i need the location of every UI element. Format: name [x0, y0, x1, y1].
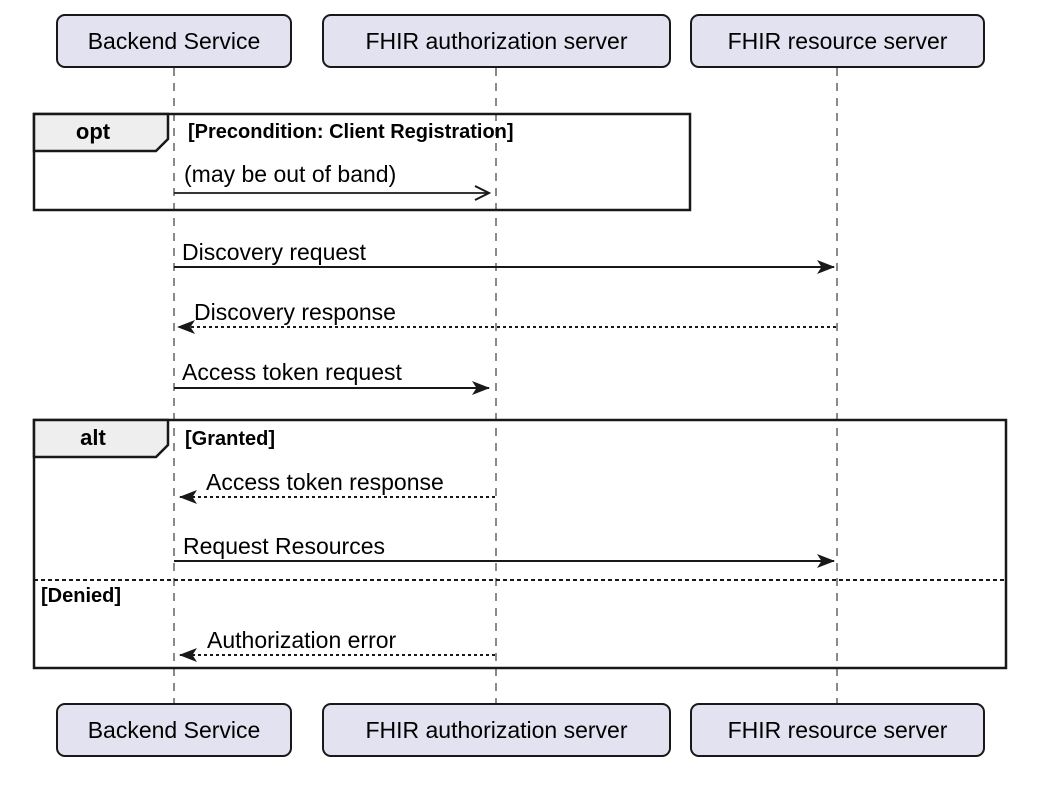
message-discovery-response: Discovery response	[194, 299, 396, 325]
participant-label: Backend Service	[87, 716, 261, 743]
alt-guard-denied: [Denied]	[41, 585, 121, 607]
message-authorization-error: Authorization error	[207, 627, 397, 653]
participant-fhir-resource-server-top: FHIR resource server	[690, 14, 985, 68]
participant-label: FHIR authorization server	[365, 716, 628, 743]
alt-guard-granted: [Granted]	[185, 428, 275, 450]
alt-fragment-operator: alt	[80, 424, 106, 450]
opt-fragment-label-pentagon	[32, 112, 170, 153]
opt-fragment-border	[32, 112, 692, 212]
alt-fragment-label-pentagon	[32, 418, 170, 459]
participant-label: FHIR resource server	[727, 716, 948, 743]
participant-label: Backend Service	[87, 27, 261, 54]
opt-fragment-operator: opt	[75, 118, 111, 144]
message-discovery-request: Discovery request	[182, 239, 367, 265]
participant-backend-service-bottom: Backend Service	[56, 703, 292, 757]
participant-fhir-authorization-server-bottom: FHIR authorization server	[322, 703, 671, 757]
message-request-resources: Request Resources	[183, 533, 385, 559]
participant-fhir-resource-server-bottom: FHIR resource server	[690, 703, 985, 757]
message-access-token-response: Access token response	[206, 469, 444, 495]
message-client-registration: (may be out of band)	[184, 161, 397, 187]
participant-label: FHIR resource server	[727, 27, 948, 54]
participant-backend-service-top: Backend Service	[56, 14, 292, 68]
message-access-token-request: Access token request	[182, 359, 402, 385]
alt-fragment-border	[32, 418, 1008, 670]
opt-guard-precondition: [Precondition: Client Registration]	[188, 121, 514, 143]
participant-fhir-authorization-server-top: FHIR authorization server	[322, 14, 671, 68]
participant-label: FHIR authorization server	[365, 27, 628, 54]
